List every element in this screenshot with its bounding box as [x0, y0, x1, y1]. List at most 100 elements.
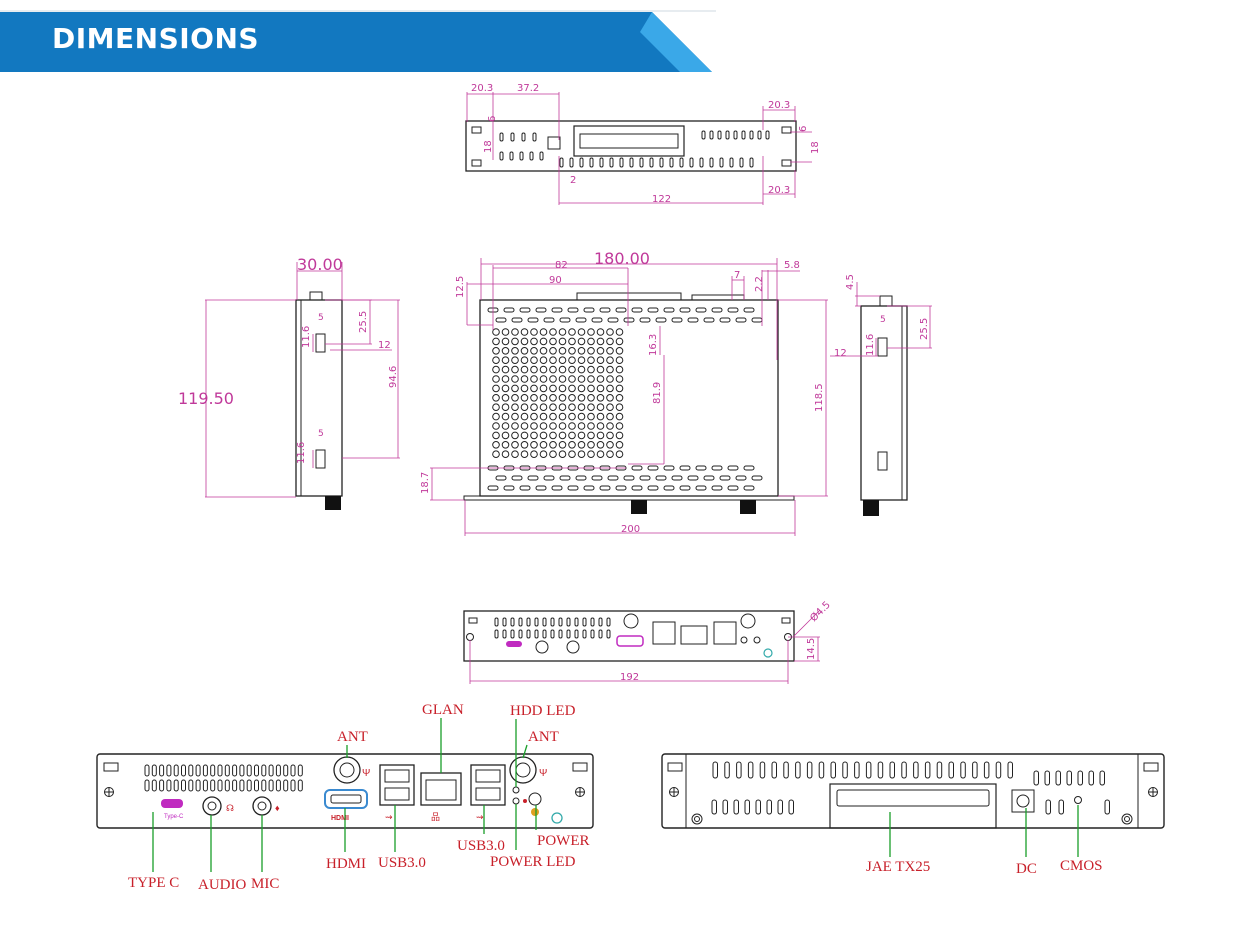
vent-hole — [587, 356, 595, 365]
vent-hole — [558, 375, 567, 383]
vent-slot — [598, 629, 603, 639]
vent-hole — [511, 347, 519, 355]
vent-hole — [539, 431, 548, 440]
vent-slot — [239, 779, 245, 792]
vent-slot — [736, 761, 742, 779]
vent-hole — [539, 365, 548, 374]
vent-slot — [173, 764, 179, 777]
vent-hole — [596, 384, 605, 393]
vent-hole — [615, 431, 624, 440]
vent-slot — [695, 485, 707, 491]
vent-hole — [558, 347, 567, 355]
label-ant-right: ANT — [528, 729, 559, 745]
vent-slot — [711, 465, 723, 471]
vent-hole — [539, 337, 548, 346]
vent-slot — [1104, 799, 1110, 815]
vent-slot — [936, 761, 943, 779]
dim-top-e: 18 — [483, 140, 494, 153]
vent-hole — [615, 337, 624, 346]
vent-slot — [703, 317, 715, 323]
dim-side-width: 30.00 — [297, 255, 343, 274]
vent-hole — [492, 347, 500, 355]
dim-top-f: 6 — [798, 126, 809, 132]
vent-hole — [530, 394, 538, 402]
vent-hole — [549, 450, 557, 459]
vent-slot — [1077, 770, 1083, 786]
vent-slot — [232, 764, 238, 777]
vent-slot — [574, 629, 579, 639]
vent-hole — [615, 412, 624, 421]
vent-hole — [511, 356, 519, 365]
vent-hole — [539, 328, 548, 336]
vent-hole — [587, 431, 595, 440]
vent-hole — [568, 384, 576, 393]
vent-hole — [530, 328, 538, 336]
vent-hole — [492, 403, 500, 412]
mic-icon: ♦ — [275, 803, 280, 813]
vent-slot — [579, 157, 584, 168]
vent-slot — [210, 764, 216, 777]
cmos-button — [1074, 796, 1082, 804]
vent-hole — [530, 356, 538, 365]
vent-hole — [492, 450, 500, 459]
vent-slot — [818, 761, 825, 779]
dim-main-k: 200 — [621, 524, 640, 535]
vent-hole — [568, 450, 576, 459]
vent-slot — [511, 475, 523, 481]
vent-slot — [509, 151, 514, 161]
vent-hole — [568, 356, 576, 365]
jae-connector — [829, 783, 997, 829]
vent-slot — [755, 799, 761, 815]
vent-slot — [166, 764, 172, 777]
vent-slot — [151, 779, 157, 792]
vent-slot — [709, 130, 714, 140]
dim-main-i: 118.5 — [814, 383, 825, 412]
vent-hole — [577, 441, 586, 449]
dim-top-d: 6 — [487, 116, 498, 122]
vent-slot — [647, 485, 659, 491]
vent-slot — [901, 761, 907, 779]
type-c-mark: Type-C — [164, 814, 184, 820]
vent-hole — [520, 347, 529, 355]
vent-hole — [596, 337, 605, 346]
vent-slot — [717, 130, 722, 140]
vent-hole — [501, 365, 510, 374]
vent-hole — [558, 431, 567, 440]
vent-hole — [596, 450, 605, 459]
vent-slot — [743, 307, 755, 313]
dim-side-f: 5 — [318, 429, 324, 439]
dim-side-d: 12 — [378, 340, 391, 351]
vent-hole — [596, 403, 605, 412]
vent-slot — [574, 617, 579, 627]
dim-main-b: 90 — [549, 275, 562, 286]
vent-slot — [202, 764, 208, 777]
vent-hole — [530, 384, 538, 393]
vent-slot — [246, 779, 252, 792]
vent-hole — [596, 394, 605, 402]
vent-slot — [494, 617, 499, 627]
vent-hole — [492, 328, 500, 336]
vent-slot — [543, 475, 555, 481]
vent-slot — [1033, 770, 1039, 786]
vent-slot — [261, 779, 267, 792]
vent-hole — [606, 337, 614, 346]
vent-hole — [587, 441, 595, 449]
vent-hole — [511, 337, 519, 346]
vent-hole — [501, 375, 510, 383]
vent-hole — [539, 403, 548, 412]
vent-hole — [606, 347, 614, 355]
vent-slot — [695, 465, 707, 471]
vent-hole — [606, 431, 614, 440]
vent-hole — [615, 384, 624, 393]
vent-slot — [495, 475, 507, 481]
vent-hole — [558, 384, 567, 393]
vent-slot — [566, 629, 571, 639]
vent-hole — [549, 337, 557, 346]
vent-slot — [551, 307, 563, 313]
vent-slot — [972, 761, 978, 779]
vent-hole — [501, 356, 510, 365]
vent-hole — [587, 422, 595, 430]
vent-hole — [492, 365, 500, 374]
vent-hole — [539, 422, 548, 430]
vent-hole — [520, 422, 529, 430]
